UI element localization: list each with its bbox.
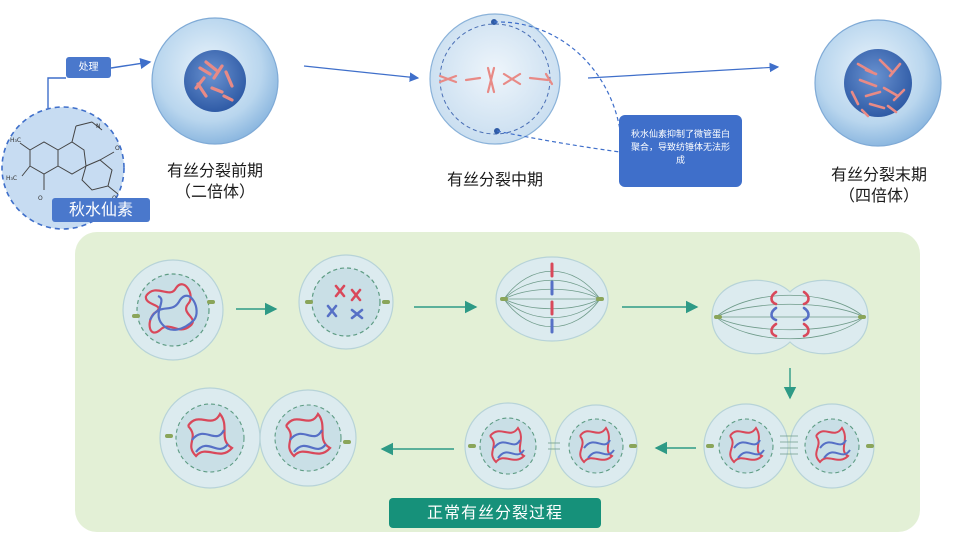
normal-cell-4 (711, 279, 869, 355)
normal-cell-6 (464, 402, 638, 490)
normal-cell-7 (159, 387, 357, 489)
telophase-label-line1: 有丝分裂末期 (830, 165, 927, 184)
normal-cell-5 (703, 403, 875, 489)
note-pointer-top (493, 21, 621, 131)
normal-cell-3 (495, 256, 609, 342)
process-tag: 处理 (66, 57, 111, 78)
telophase-label-line2: （四倍体） (838, 186, 919, 205)
arrow-to-metaphase (303, 65, 420, 82)
telophase-label: 有丝分裂末期 （四倍体） (812, 164, 946, 206)
treatment-arrow (110, 57, 152, 70)
svg-text:H₃C: H₃C (6, 175, 17, 182)
note-pointer-bottom (496, 130, 621, 153)
arrow-to-telophase (587, 62, 780, 79)
prophase-label-line1: 有丝分裂前期 (166, 161, 263, 180)
normal-cell-2 (298, 254, 394, 350)
colchicine-note: 秋水仙素抑制了微管蛋白聚合，导致纺锤体无法形成 (619, 115, 742, 187)
normal-mitosis-banner: 正常有丝分裂过程 (389, 498, 601, 528)
connector-line (47, 77, 66, 108)
svg-text:N: N (96, 123, 101, 130)
colchicine-label: 秋水仙素 (52, 198, 150, 222)
telophase-cell (814, 19, 942, 147)
svg-text:O: O (115, 145, 120, 152)
normal-cell-1 (122, 259, 224, 361)
prophase-label-line2: （二倍体） (174, 182, 255, 201)
metaphase-cell (429, 13, 561, 145)
prophase-cell (151, 17, 279, 145)
metaphase-label: 有丝分裂中期 (446, 170, 543, 189)
svg-text:H₃C: H₃C (10, 137, 21, 144)
svg-text:O: O (38, 195, 43, 202)
prophase-label: 有丝分裂前期 （二倍体） (150, 160, 280, 202)
